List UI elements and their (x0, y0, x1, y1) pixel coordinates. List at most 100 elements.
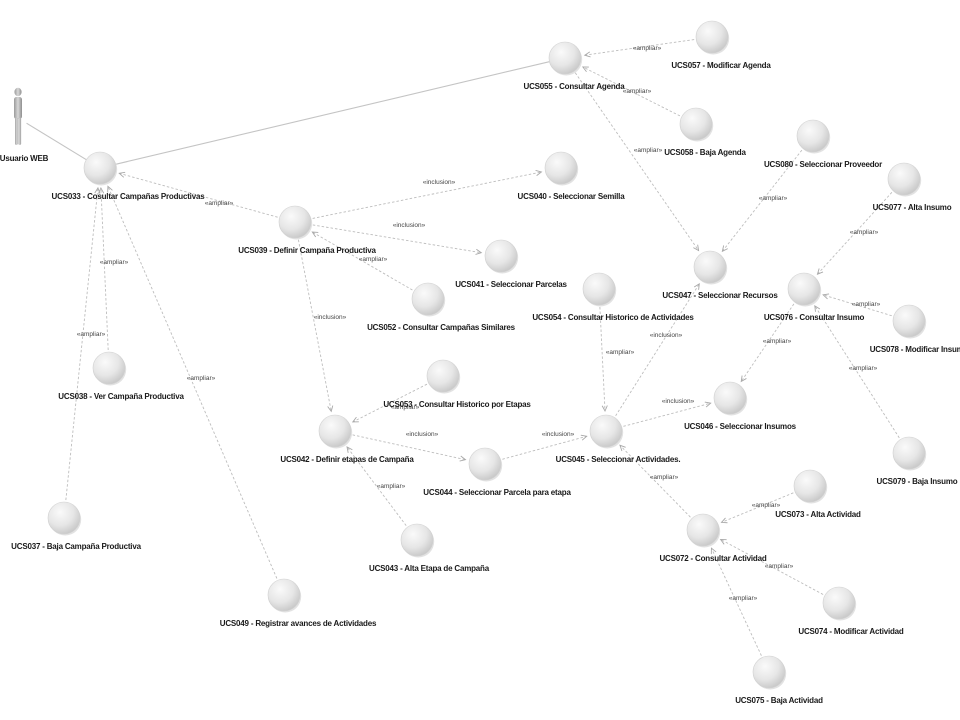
association-ucs033-ucs055 (115, 61, 550, 165)
relation-line (352, 434, 466, 461)
stereotype-label: «ampliar» (759, 195, 788, 202)
use-case-ucs038[interactable]: UCS038 - Ver Campaña Productiva (58, 351, 185, 401)
relation-line (312, 171, 542, 219)
use-case-ucs077[interactable]: UCS077 - Alta Insumo (873, 162, 952, 212)
stereotype-label: «inclusion» (393, 222, 426, 229)
use-case-bubble (92, 351, 126, 385)
use-case-ucs080[interactable]: UCS080 - Seleccionar Proveedor (764, 119, 882, 169)
use-case-ucs041[interactable]: UCS041 - Seleccionar Parcelas (455, 239, 568, 289)
use-case-ucs054[interactable]: UCS054 - Consultar Historico de Activida… (532, 272, 695, 322)
relation-line (119, 172, 278, 218)
actor-usuario-web[interactable]: Usuario WEB (0, 87, 49, 163)
use-case-ucs079[interactable]: UCS079 - Baja Insumo (877, 436, 958, 486)
relation-ucs078-ucs076: «ampliar» (822, 293, 892, 317)
use-case-label: UCS073 - Alta Actividad (775, 510, 861, 519)
use-case-bubble (83, 151, 117, 185)
relation-line (574, 72, 699, 251)
use-case-ucs037[interactable]: UCS037 - Baja Campaña Productiva (11, 501, 142, 551)
arrowhead (475, 248, 483, 255)
use-case-ucs073[interactable]: UCS073 - Alta Actividad (775, 469, 861, 519)
use-case-ucs075[interactable]: UCS075 - Baja Actividad (735, 655, 823, 705)
relation-line (502, 435, 587, 460)
use-case-ucs040[interactable]: UCS040 - Seleccionar Semilla (518, 151, 626, 201)
relation-line (599, 306, 606, 412)
relation-line (817, 192, 893, 275)
use-case-ucs072[interactable]: UCS072 - Consultar Actividad (659, 513, 767, 563)
arrowhead (535, 170, 543, 176)
relation-line (823, 294, 892, 317)
stereotype-label: «ampliar» (391, 404, 420, 411)
relation-line (582, 66, 681, 117)
arrowhead (327, 405, 334, 413)
relation-ucs045-ucs047: «inclusion» (615, 283, 700, 417)
use-case-ucs053[interactable]: UCS053 - Consultar Historico por Etapas (383, 359, 532, 409)
use-case-ucs043[interactable]: UCS043 - Alta Etapa de Campaña (369, 523, 490, 573)
use-case-bubble (468, 447, 502, 481)
use-case-label: UCS033 - Cosultar Campañas Productivas (52, 192, 206, 201)
use-case-ucs057[interactable]: UCS057 - Modificar Agenda (671, 20, 772, 70)
relation-ucs075-ucs072: «ampliar» (710, 547, 762, 656)
use-case-ucs047[interactable]: UCS047 - Seleccionar Recursos (662, 250, 779, 300)
use-case-bubble (278, 205, 312, 239)
use-case-label: UCS079 - Baja Insumo (877, 477, 958, 486)
stereotype-label: «ampliar» (634, 147, 663, 154)
relation-ucs079-ucs076: «ampliar» (814, 304, 900, 439)
use-case-ucs052[interactable]: UCS052 - Consultar Campañas Similares (367, 282, 516, 332)
use-case-bubble (426, 359, 460, 393)
arrowhead (346, 446, 353, 453)
use-case-label: UCS040 - Seleccionar Semilla (518, 192, 626, 201)
use-case-ucs033[interactable]: UCS033 - Cosultar Campañas Productivas (52, 151, 206, 201)
relation-line (615, 283, 700, 417)
stereotype-label: «ampliar» (623, 88, 652, 95)
use-case-label: UCS080 - Seleccionar Proveedor (764, 160, 882, 169)
arrowhead (704, 401, 712, 408)
use-case-bubble (411, 282, 445, 316)
use-case-ucs078[interactable]: UCS078 - Modificar Insumo (870, 304, 960, 354)
stereotype-label: «ampliar» (765, 563, 794, 570)
relation-line (297, 239, 332, 412)
use-case-ucs049[interactable]: UCS049 - Registrar avances de Actividade… (220, 578, 377, 628)
use-case-ucs076[interactable]: UCS076 - Consultar Insumo (764, 272, 865, 322)
arrowhead (710, 547, 717, 555)
relation-ucs053-ucs042: «ampliar» (351, 383, 428, 423)
arrowhead (693, 283, 700, 290)
arrowhead (693, 244, 700, 252)
arrowhead (351, 416, 359, 423)
use-case-label: UCS037 - Baja Campaña Productiva (11, 542, 141, 551)
relation-line (107, 186, 278, 579)
use-case-label: UCS039 - Definir Campaña Productiva (238, 246, 376, 255)
use-case-ucs055[interactable]: UCS055 - Consultar Agenda (524, 41, 626, 91)
use-case-label: UCS043 - Alta Etapa de Campaña (369, 564, 490, 573)
relations-layer: «ampliar»«ampliar»«ampliar»«ampliar»«amp… (26, 39, 900, 656)
use-case-ucs044[interactable]: UCS044 - Seleccionar Parcela para etapa (423, 447, 572, 497)
use-case-label: UCS054 - Consultar Historico de Activida… (532, 313, 694, 322)
use-case-label: UCS076 - Consultar Insumo (764, 313, 865, 322)
use-case-ucs045[interactable]: UCS045 - Seleccionar Actividades. (556, 414, 681, 464)
use-case-label: UCS041 - Seleccionar Parcelas (455, 280, 567, 289)
relation-line (346, 446, 407, 526)
use-case-label: UCS077 - Alta Insumo (873, 203, 952, 212)
use-case-bubble (695, 20, 729, 54)
use-case-ucs042[interactable]: UCS042 - Definir etapas de Campaña (280, 414, 415, 464)
relation-ucs045-ucs046: «inclusion» (623, 398, 712, 427)
use-case-bubble (796, 119, 830, 153)
relation-line (619, 444, 691, 518)
use-case-ucs058[interactable]: UCS058 - Baja Agenda (664, 107, 747, 157)
stereotype-label: «ampliar» (377, 483, 406, 490)
arrowhead (107, 185, 113, 193)
relation-ucs080-ucs047: «ampliar» (721, 149, 803, 253)
use-case-label: UCS042 - Definir etapas de Campaña (280, 455, 414, 464)
use-case-label: UCS057 - Modificar Agenda (671, 61, 771, 70)
use-case-ucs074[interactable]: UCS074 - Modificar Actividad (798, 586, 904, 636)
arrowhead (822, 293, 830, 300)
use-case-ucs046[interactable]: UCS046 - Seleccionar Insumos (684, 381, 797, 431)
arrowhead (619, 444, 626, 452)
stereotype-label: «ampliar» (77, 331, 106, 338)
relation-line (740, 303, 795, 382)
use-case-bubble (548, 41, 582, 75)
stereotype-label: «inclusion» (314, 314, 347, 321)
use-case-ucs039[interactable]: UCS039 - Definir Campaña Productiva (238, 205, 377, 255)
relation-ucs054-ucs045: «ampliar» (599, 306, 635, 413)
use-case-label: UCS052 - Consultar Campañas Similares (367, 323, 516, 332)
